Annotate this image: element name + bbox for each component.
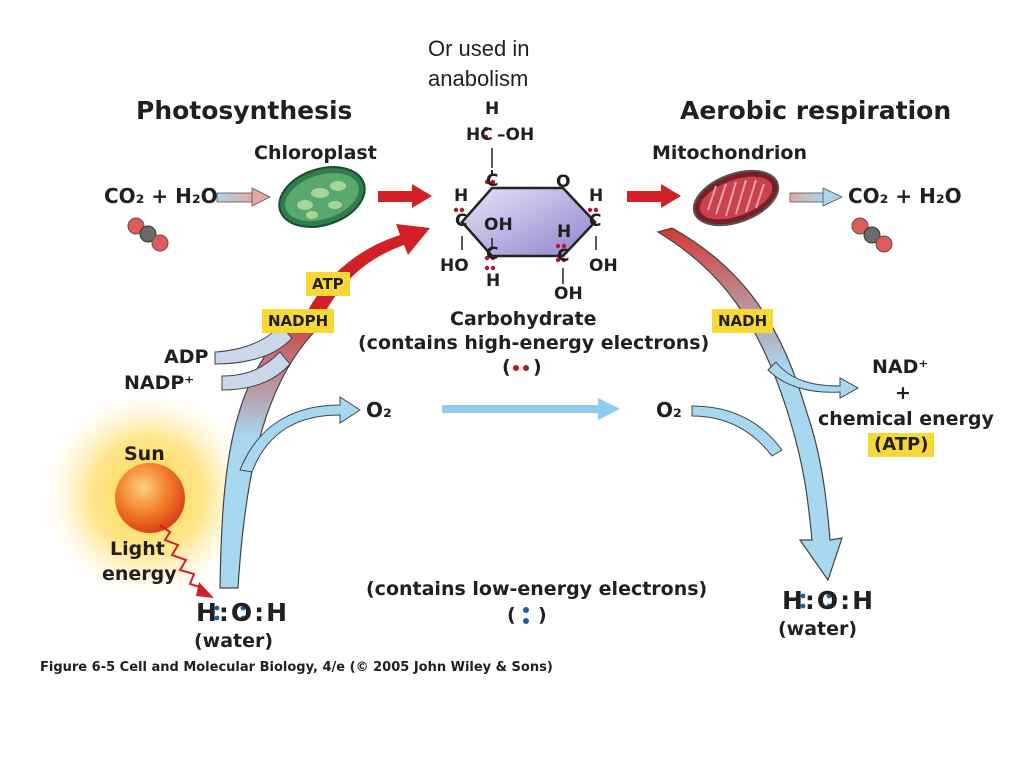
- light-label-line-2: energy: [102, 563, 177, 585]
- respiration-main-arrow: [656, 227, 843, 582]
- atom-h-left: H: [454, 186, 469, 206]
- chloroplast-icon: [278, 166, 366, 228]
- nadph-badge: NADPH: [262, 309, 335, 333]
- nadp-label: NADP⁺: [124, 372, 195, 394]
- left-o2-label: O₂: [366, 398, 392, 422]
- atom-oh-top: –OH: [497, 125, 535, 145]
- co2-molecule-right-icon: [851, 217, 893, 253]
- atom-top-h: H: [485, 99, 500, 119]
- atom-ring-o: O: [556, 172, 571, 192]
- atom-oh-bottom: OH: [554, 284, 583, 304]
- mitochondrion-icon: [692, 169, 780, 227]
- plus-label: +: [895, 382, 911, 404]
- water-electron-dots: [214, 593, 832, 621]
- co2-molecule-left-icon: [127, 217, 169, 252]
- note-line-1: Or used in: [428, 36, 530, 61]
- right-water-formula: H:O:H: [782, 586, 876, 615]
- atom-oh-in: OH: [484, 215, 513, 235]
- atom-h-bottom-left: H: [486, 271, 501, 291]
- adp-label: ADP: [164, 346, 209, 368]
- right-o2-branch-arrow: [691, 405, 783, 457]
- nadp-branch-arrow: [221, 351, 291, 391]
- chloroplast-to-carbohydrate-arrow: [378, 184, 432, 208]
- o2-transfer-arrow: [442, 398, 620, 420]
- low-energy-desc: (contains low-energy electrons): [366, 578, 708, 600]
- atom-hc: HC: [466, 125, 493, 145]
- atom-ho-left: HO: [440, 256, 469, 276]
- light-ray-arrowhead: [196, 582, 214, 598]
- figure-caption: Figure 6-5 Cell and Molecular Biology, 4…: [40, 660, 553, 675]
- right-o2-label: O₂: [656, 398, 682, 422]
- sun-icon: [43, 390, 253, 600]
- light-label-line-1: Light: [110, 538, 165, 560]
- high-energy-paren-open: (: [502, 356, 511, 378]
- atom-h-bottom-right: H: [557, 222, 572, 242]
- electron-pairs-red: [453, 126, 599, 271]
- left-o2-branch-arrow: [239, 396, 361, 473]
- low-energy-paren-close: ): [538, 604, 547, 626]
- inputs-co2-h2o: CO₂ + H₂O: [104, 184, 218, 208]
- atom-c1: C: [486, 171, 499, 191]
- chemical-energy-atp-badge: (ATP): [868, 433, 935, 457]
- nadh-badge: NADH: [712, 309, 774, 333]
- atom-c-bottom-left: C: [486, 244, 499, 264]
- low-energy-electron-symbol: [523, 607, 529, 624]
- carbohydrate-to-mitochondrion-arrow: [627, 184, 681, 208]
- sun-label: Sun: [124, 443, 165, 465]
- high-energy-electron-symbol: [513, 365, 529, 371]
- mitochondrion-label: Mitochondrion: [652, 142, 807, 164]
- chloroplast-label: Chloroplast: [254, 142, 377, 164]
- atp-badge: ATP: [306, 272, 350, 296]
- nad-branch-arrow: [767, 361, 860, 399]
- atp-to-carbohydrate-arrow: [308, 224, 430, 318]
- atom-c-left: C: [455, 211, 468, 231]
- nad-label: NAD⁺: [872, 356, 929, 378]
- outputs-co2-h2o: CO₂ + H₂O: [848, 184, 962, 208]
- high-energy-desc: (contains high-energy electrons): [358, 332, 710, 354]
- chemical-energy-label: chemical energy: [818, 408, 994, 430]
- atom-oh-right: OH: [589, 256, 618, 276]
- atom-c-right: C: [589, 211, 602, 231]
- note-line-2: anabolism: [428, 66, 529, 91]
- high-energy-paren-close: ): [533, 356, 542, 378]
- left-water-formula: H:O:H: [196, 598, 290, 627]
- atom-h-right: H: [589, 186, 604, 206]
- atom-c-bottom-right: C: [557, 246, 570, 266]
- input-to-chloroplast-arrow: [216, 187, 271, 207]
- glucose-ring: [460, 148, 597, 284]
- low-energy-paren-open: (: [507, 604, 516, 626]
- light-ray-icon: [159, 524, 204, 589]
- photosynthesis-title: Photosynthesis: [136, 96, 353, 125]
- left-water-label: (water): [194, 630, 274, 652]
- aerobic-respiration-title: Aerobic respiration: [680, 96, 952, 125]
- adp-branch-arrow: [214, 324, 293, 365]
- mitochondrion-to-output-arrow: [789, 187, 843, 207]
- right-water-label: (water): [778, 618, 858, 640]
- carbohydrate-label: Carbohydrate: [450, 308, 597, 330]
